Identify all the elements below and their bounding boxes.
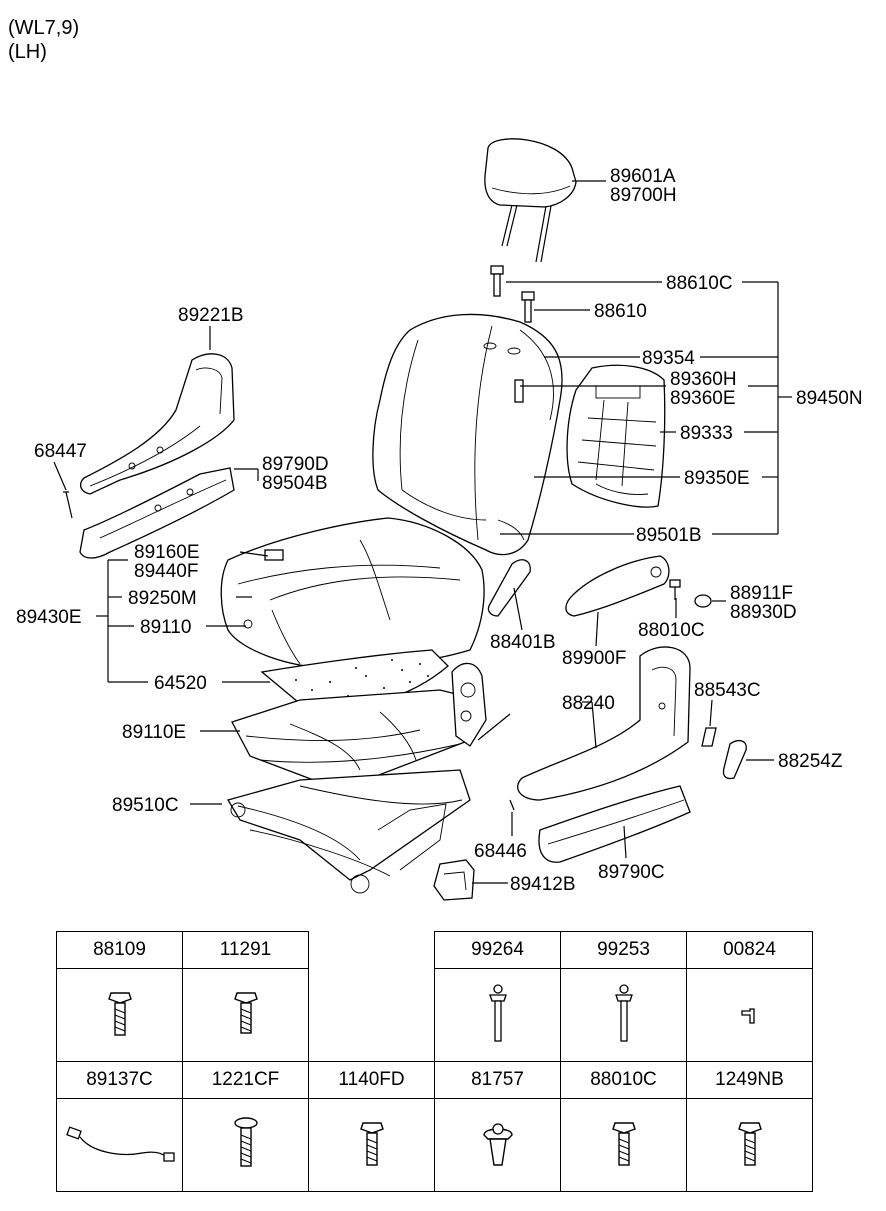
- label-88254Z: 88254Z: [778, 751, 843, 772]
- fastener-legend-table: 88109 11291 99264 99253 00824 89137C 122…: [56, 931, 813, 1192]
- flange-bolt-icon: [308, 1098, 435, 1192]
- seat-exploded-diagram: 89601A 89700H 88610C 88610 89221B 89354 …: [16, 138, 863, 901]
- label-89354: 89354: [642, 348, 695, 369]
- label-89350E: 89350E: [684, 468, 750, 489]
- cover-88254Z-drawing: [722, 739, 747, 780]
- rivet-pin-icon: [560, 968, 687, 1062]
- headrest-drawing: [484, 138, 577, 263]
- rivet-pin-icon: [434, 968, 561, 1062]
- seat-back-drawing: [372, 313, 563, 556]
- label-89900F: 89900F: [562, 648, 626, 669]
- label-89430E: 89430E: [16, 607, 82, 628]
- cover-88401B-drawing: [487, 559, 531, 617]
- legend-icon-row-1: [56, 968, 813, 1062]
- model-code: (WL7,9): [8, 17, 80, 39]
- armrest-drawing: [565, 555, 670, 617]
- legend-code: 1140FD: [308, 1061, 435, 1099]
- screw-68447-drawing: [63, 491, 73, 519]
- seat-frame-drawing: [227, 662, 511, 894]
- label-89790D: 89790D: [262, 454, 329, 475]
- legend-code: 1221CF: [182, 1061, 309, 1099]
- legend-icon-row-2: [56, 1098, 813, 1192]
- flange-bolt-icon: [182, 968, 309, 1062]
- label-89510C: 89510C: [112, 795, 179, 816]
- label-64520: 64520: [154, 673, 207, 694]
- legend-code: 89137C: [56, 1061, 183, 1099]
- cap-88911F-drawing: [694, 594, 712, 608]
- callout-labels: 89601A 89700H 88610C 88610 89221B 89354 …: [16, 166, 863, 895]
- label-88610: 88610: [594, 301, 647, 322]
- flange-bolt-icon: [686, 1098, 813, 1192]
- legend-code: 11291: [182, 931, 309, 969]
- label-89504B: 89504B: [262, 473, 328, 494]
- label-88240: 88240: [562, 693, 615, 714]
- label-89360H: 89360H: [670, 369, 737, 390]
- label-89333: 89333: [680, 423, 733, 444]
- legend-empty-cell: [308, 931, 435, 969]
- label-89440F: 89440F: [134, 561, 198, 582]
- label-68446: 68446: [474, 841, 527, 862]
- flange-bolt-icon: [560, 1098, 687, 1192]
- wire-harness-icon: [56, 1098, 183, 1192]
- label-89250M: 89250M: [128, 588, 197, 609]
- legend-code: 88109: [56, 931, 183, 969]
- legend-code: 99253: [560, 931, 687, 969]
- label-88401B: 88401B: [490, 632, 556, 653]
- legend-code-row-1: 88109 11291 99264 99253 00824: [56, 931, 813, 969]
- legend-code-row-2: 89137C 1221CF 1140FD 81757 88010C 1249NB: [56, 1061, 813, 1099]
- label-89450N: 89450N: [796, 388, 863, 409]
- screw-68446-drawing: [509, 799, 515, 811]
- leader-lines: [53, 180, 792, 884]
- label-88010C: 88010C: [638, 620, 705, 641]
- push-clip-icon: [434, 1098, 561, 1192]
- label-88610C: 88610C: [666, 273, 733, 294]
- flange-bolt-icon: [56, 968, 183, 1062]
- small-clip-icon: [686, 968, 813, 1062]
- legend-code: 81757: [434, 1061, 561, 1099]
- cover-88543C-drawing: [701, 727, 717, 747]
- label-89601A: 89601A: [610, 166, 676, 187]
- cover-89412B-drawing: [433, 859, 475, 901]
- back-side-cover-drawing: [79, 353, 235, 495]
- seat-back-board-drawing: [566, 364, 666, 508]
- label-88911F: 88911F: [730, 583, 793, 604]
- legend-code: 00824: [686, 931, 813, 969]
- label-89412B: 89412B: [510, 874, 576, 895]
- bolt-88010C-drawing: [669, 579, 681, 600]
- label-89700H: 89700H: [610, 185, 677, 206]
- lower-trim-89790C-drawing: [538, 785, 691, 863]
- legend-code: 1249NB: [686, 1061, 813, 1099]
- legend-code: 88010C: [560, 1061, 687, 1099]
- legend-code: 99264: [434, 931, 561, 969]
- side-code: (LH): [8, 41, 47, 63]
- label-89110E: 89110E: [122, 722, 186, 743]
- label-89360E: 89360E: [670, 388, 736, 409]
- label-89790C: 89790C: [598, 862, 665, 883]
- label-88930D: 88930D: [730, 602, 797, 623]
- label-89160E: 89160E: [134, 542, 200, 563]
- headrest-guides-drawing: [490, 265, 535, 323]
- legend-empty-cell: [308, 968, 435, 1062]
- label-89221B: 89221B: [178, 305, 244, 326]
- label-89110: 89110: [140, 617, 191, 638]
- side-shield-88240-drawing: [517, 646, 691, 801]
- label-89501B: 89501B: [636, 525, 702, 546]
- seat-cushion-drawing: [220, 517, 485, 669]
- label-88543C: 88543C: [694, 680, 761, 701]
- lower-side-trim-drawing: [79, 467, 235, 559]
- label-68447: 68447: [34, 441, 87, 462]
- screw-icon: [182, 1098, 309, 1192]
